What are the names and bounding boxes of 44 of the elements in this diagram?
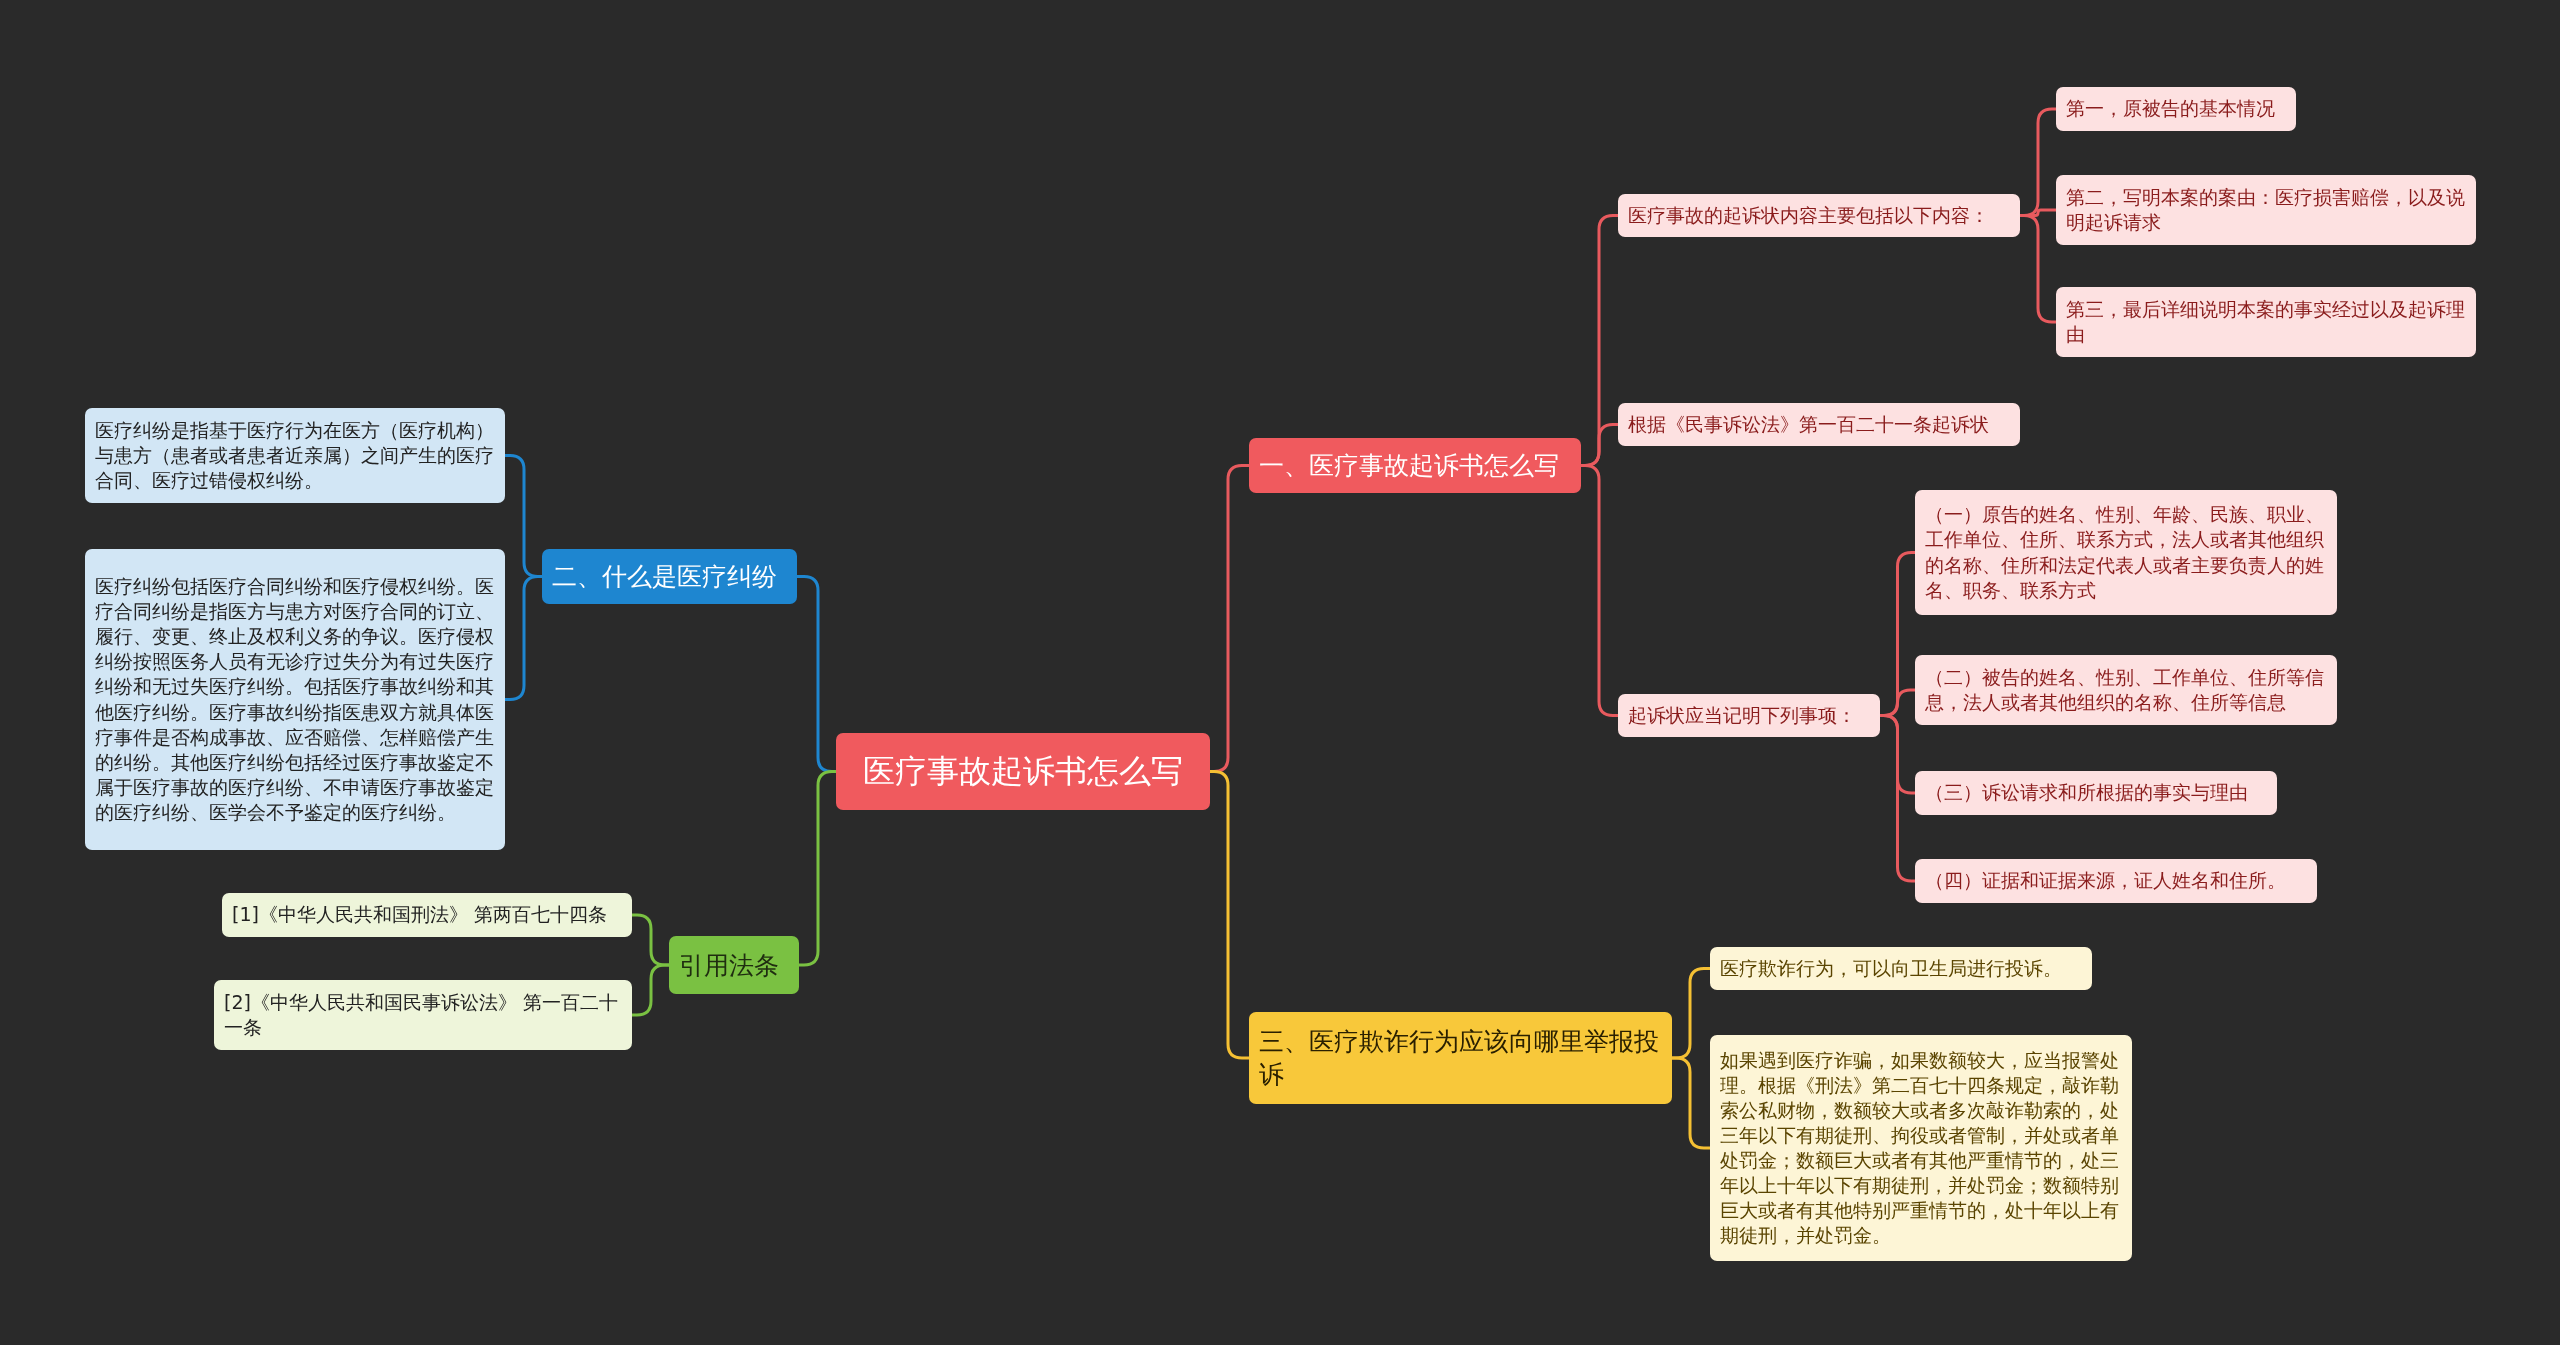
subtopic-text: 如果遇到医疗诈骗，如果数额较大，应当报警处理。根据《刑法》第二百七十四条规定，敲诈勒索公私财物，数额较大或者多次敲诈勒索的，处三年以下有期徒刑、拘役或者管制，并处或者单处罚金；数额巨大或者有其他严重情节的，处三年以上十年以下有期徒刑，并处罚金；数额特别巨大或者有其他特别严重情节的，处十年以上有期徒刑，并处罚金。 [1720, 1047, 2120, 1249]
subtopic-text: 医疗欺诈行为，可以向卫生局进行投诉。 [1720, 955, 2062, 981]
subtopic-box [85, 408, 505, 503]
connector-line [1210, 770, 1249, 1060]
subtopic-text: [1]《中华人民共和国刑法》 第两百七十四条 [232, 902, 607, 928]
subtopic-text: [2]《中华人民共和国民事诉讼法》 第一百二十一条 [224, 989, 619, 1040]
subtopic-box [1915, 655, 2337, 725]
subtopic-box [1710, 947, 2092, 990]
subtopic-text: 第三，最后详细说明本案的事实经过以及起诉理由 [2066, 296, 2466, 347]
subtopic-text: 根据《民事诉讼法》第一百二十一条起诉状 [1628, 411, 1989, 437]
subtopic-text: 第二，写明本案的案由：医疗损害赔偿，以及说明起诉请求 [2066, 184, 2466, 235]
subtopic-box [1618, 694, 1880, 737]
subtopic-text: （三）诉讼请求和所根据的事实与理由 [1925, 780, 2248, 806]
subtopic-text: （二）被告的姓名、性别、工作单位、住所等信息，法人或者其他组织的名称、住所等信息 [1925, 664, 2325, 715]
connector-line [799, 770, 836, 967]
branch-topic-text: 三、医疗欺诈行为应该向哪里举报投诉 [1259, 1026, 1660, 1091]
subtopic-text: 医疗事故的起诉状内容主要包括以下内容： [1628, 202, 1989, 228]
branch-topic-text: 二、什么是医疗纠纷 [552, 561, 777, 593]
branch-topic-box [542, 549, 797, 604]
subtopic-text: （四）证据和证据来源，证人姓名和住所。 [1925, 868, 2286, 894]
subtopic-box [1618, 403, 2020, 446]
subtopic-text: 起诉状应当记明下列事项： [1628, 702, 1856, 728]
subtopic-text: 医疗纠纷包括医疗合同纠纷和医疗侵权纠纷。医疗合同纠纷是指医方与患方对医疗合同的订立、履行、变更、终止及权利义务的争议。医疗侵权纠纷按照医务人员有无诊疗过失分为有过失医疗纠纷和无过失医疗纠纷。包括医疗事故纠纷和其他医疗纠纷。医疗事故纠纷指医患双方就具体医疗事件是否构成事故、应否赔偿、怎样赔偿产生的纠纷。其他医疗纠纷包括经过医疗事故鉴定不属于医疗事故的医疗纠纷、不申请医疗事故鉴定的医疗纠纷、医学会不予鉴定的医疗纠纷。 [95, 574, 495, 825]
subtopic-box [214, 980, 632, 1050]
subtopic-box [85, 549, 505, 850]
subtopic-text: 第一，原被告的基本情况 [2066, 96, 2275, 122]
central-topic-box [836, 733, 1210, 810]
branch-topic-text: 引用法条 [679, 949, 779, 982]
subtopic-box [222, 893, 632, 937]
subtopic-box [1618, 194, 2020, 237]
subtopic-text: 医疗纠纷是指基于医疗行为在医方（医疗机构）与患方（患者或者患者近亲属）之间产生的医疗合同、医疗过错侵权纠纷。 [95, 417, 495, 494]
branch-topic-text: 一、医疗事故起诉书怎么写 [1259, 450, 1559, 482]
branch-topic-box [669, 936, 799, 994]
subtopic-text: （一）原告的姓名、性别、年龄、民族、职业、工作单位、住所、联系方式，法人或者其他组织的名称、住所和法定代表人或者主要负责人的姓名、职务、联系方式 [1925, 502, 2325, 603]
subtopic-box [1915, 771, 2277, 815]
branch-topic-box [1249, 438, 1581, 493]
branch-topic-box [1249, 1012, 1672, 1104]
subtopic-box [2056, 287, 2476, 357]
central-topic-text: 医疗事故起诉书怎么写 [863, 751, 1183, 793]
subtopic-box [1915, 859, 2317, 903]
subtopic-box [2056, 175, 2476, 245]
subtopic-box [1915, 490, 2337, 615]
subtopic-box [1710, 1035, 2132, 1261]
subtopic-box [2056, 87, 2296, 131]
